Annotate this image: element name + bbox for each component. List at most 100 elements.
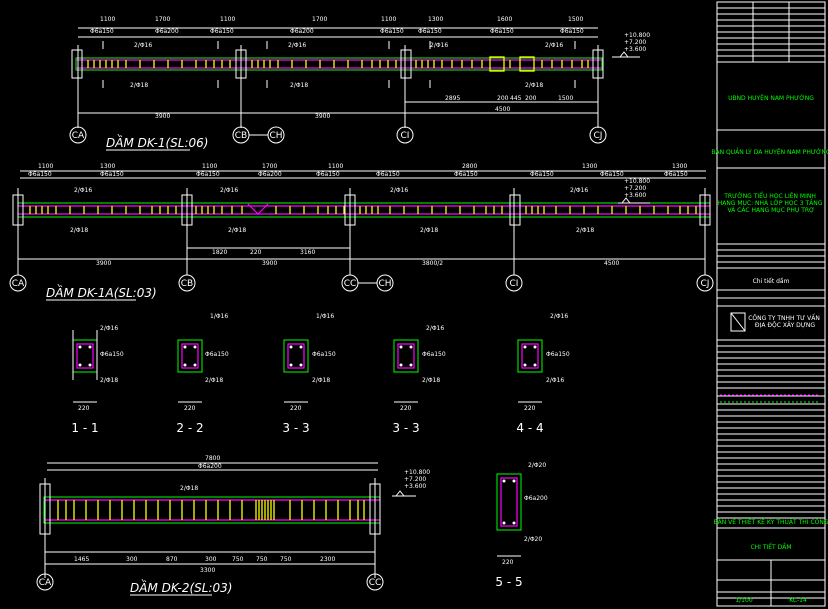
dk1a-dim-7: 1300 [582, 163, 597, 170]
dk2-bdim-4: 300 [205, 556, 217, 563]
beam-dk1 [71, 27, 640, 128]
dk1-dim-3: 1100 [220, 16, 235, 23]
dk1a-dim-5: 1100 [328, 163, 343, 170]
tb-scale: 1/100 [735, 597, 752, 604]
dk1a-rebar-top-4: 2/Φ16 [570, 187, 588, 194]
dk1-rebar-bot-2: 2/Φ18 [290, 82, 308, 89]
sec4-label: 4 - 4 [516, 421, 543, 435]
dk1-dim-7: 1600 [497, 16, 512, 23]
dk1-stirrup-8: Φ6a150 [560, 28, 584, 35]
sec3a-label: 3 - 3 [282, 421, 309, 435]
sec3b-bot: 2/Φ18 [422, 377, 440, 384]
dk2-axis-ca: CA [39, 578, 52, 588]
dk1-extra-dim-5: 1500 [558, 95, 573, 102]
sec3b-stirrup: Φ6a150 [422, 351, 446, 358]
dk2-stirrup: Φ6a200 [198, 463, 222, 470]
dk1a-axis-cc: CC [344, 279, 357, 289]
dk1a-stirrup-9: Φ6a150 [600, 171, 624, 178]
dk1a-stirrup-1: Φ6a150 [28, 171, 52, 178]
sec2-stirrup: Φ6a150 [205, 351, 229, 358]
dk1-rebar-bot-1: 2/Φ18 [130, 82, 148, 89]
dk1a-bottom-dim-1: 3900 [96, 260, 111, 267]
dk2-bdim-6: 750 [256, 556, 268, 563]
dk1-dim-8: 1500 [568, 16, 583, 23]
tb-drawing-title: CHI TIẾT DẦM [750, 543, 791, 551]
dk1-dim-1: 1100 [100, 16, 115, 23]
dk1a-stirrup-10: Φ6a150 [664, 171, 688, 178]
sec1-label: 1 - 1 [71, 421, 98, 435]
dk1a-title: DẦM DK-1A(SL:03) [46, 284, 157, 300]
dk1-dim-5: 1100 [381, 16, 396, 23]
dk2-rebar-top: 2/Φ18 [180, 485, 198, 492]
tb-phase: Chi tiết dầm [753, 277, 790, 285]
dk2-bdim-5: 750 [232, 556, 244, 563]
sec5-bot: 2/Φ20 [524, 536, 542, 543]
sec2-bot: 2/Φ18 [205, 377, 223, 384]
section-3-3a [283, 339, 309, 403]
dk1-rebar-top-4: 2/Φ16 [545, 42, 563, 49]
dk1-extra-dim-2: 200 [497, 95, 509, 102]
sec3b-top: 2/Φ16 [426, 325, 444, 332]
sec3a-stirrup: Φ6a150 [312, 351, 336, 358]
dk1-dim-2: 1700 [155, 16, 170, 23]
dk1-dim-6: 1300 [428, 16, 443, 23]
section-1-1 [72, 330, 98, 403]
sec3a-width: 220 [290, 405, 302, 412]
tb-company: CÔNG TY TNHH TƯ VẤN ĐỊA ĐỘC XÂY DỰNG [748, 314, 822, 329]
dk1a-axis-cj: CJ [701, 279, 710, 289]
sec4-width: 220 [524, 405, 536, 412]
dk1-axis-ch: CH [269, 131, 282, 141]
dk1a-axis-ca: CA [12, 279, 25, 289]
dk2-total-dim: 3300 [200, 567, 215, 574]
dk1a-dim-3: 1100 [202, 163, 217, 170]
dk2-bdim-8: 2300 [320, 556, 335, 563]
dk2-elev-3: +3.600 [404, 483, 426, 490]
dk1a-bottom-dim-2: 3900 [262, 260, 277, 267]
dk1-stirrup-7: Φ6a150 [490, 28, 514, 35]
sec3a-top: 1/Φ16 [316, 313, 334, 320]
dk1a-stirrup-2: Φ6a150 [100, 171, 124, 178]
dk1a-rebar-bot-2: 2/Φ18 [228, 227, 246, 234]
dk1a-dim-6: 2800 [462, 163, 477, 170]
dk2-bdim-7: 750 [280, 556, 292, 563]
dk2-elev-2: +7.200 [404, 476, 426, 483]
dk1-stirrup-6: Φ6a150 [418, 28, 442, 35]
section-3-3b [393, 339, 419, 403]
dk1a-extra-dim-2: 220 [250, 249, 262, 256]
dk1a-axis-ch: CH [378, 279, 391, 289]
tb-phase-text: BẢN VẼ THIẾT KẾ KỸ THUẬT THI CÔNG [713, 518, 828, 526]
dk2-title: DẦM DK-2(SL:03) [130, 579, 232, 595]
dk1-stirrup-3: Φ6a150 [210, 28, 234, 35]
dk1-axis-cj: CJ [594, 131, 603, 141]
dk1a-stirrup-7: Φ6a150 [454, 171, 478, 178]
dk1-elev-2: +7.200 [624, 39, 646, 46]
dk1a-extra-dim-1: 1820 [212, 249, 227, 256]
sec2-label: 2 - 2 [176, 421, 203, 435]
dk1a-rebar-top-1: 2/Φ16 [74, 187, 92, 194]
sec4-top: 2/Φ16 [550, 313, 568, 320]
dk1a-rebar-bot-4: 2/Φ18 [576, 227, 594, 234]
dk1-bottom-dim-1: 3900 [155, 113, 170, 120]
dk2-dim-total: 7800 [205, 455, 220, 462]
dk1a-elev-2: +7.200 [624, 185, 646, 192]
dk1-bottom-dim-2: 3900 [315, 113, 330, 120]
dk1-stirrup-2: Φ6a200 [155, 28, 179, 35]
sec1-stirrup: Φ6a150 [100, 351, 124, 358]
sec3b-width: 220 [400, 405, 412, 412]
tb-sheet: KC-14 [789, 597, 807, 604]
sec1-top: 2/Φ16 [100, 325, 118, 332]
section-4-4 [517, 339, 543, 403]
sec2-top: 1/Φ16 [210, 313, 228, 320]
dk1-rebar-top-1: 2/Φ16 [134, 42, 152, 49]
dk1-extra-dim-4: 200 [525, 95, 537, 102]
tb-owner: UBND HUYỆN NAM PHƯỚNG [728, 94, 814, 102]
dk2-bdim-3: 870 [166, 556, 178, 563]
dk1-elev-1: +10.800 [624, 32, 650, 39]
dk1-axis-cb: CB [235, 131, 247, 141]
dk1-extra-dim-1: 2895 [445, 95, 460, 102]
sec1-bot: 2/Φ18 [100, 377, 118, 384]
dk1-rebar-bot-3: 2/Φ18 [525, 82, 543, 89]
dk1-rebar-top-2: 2/Φ16 [288, 42, 306, 49]
dk1a-dim-2: 1300 [100, 163, 115, 170]
